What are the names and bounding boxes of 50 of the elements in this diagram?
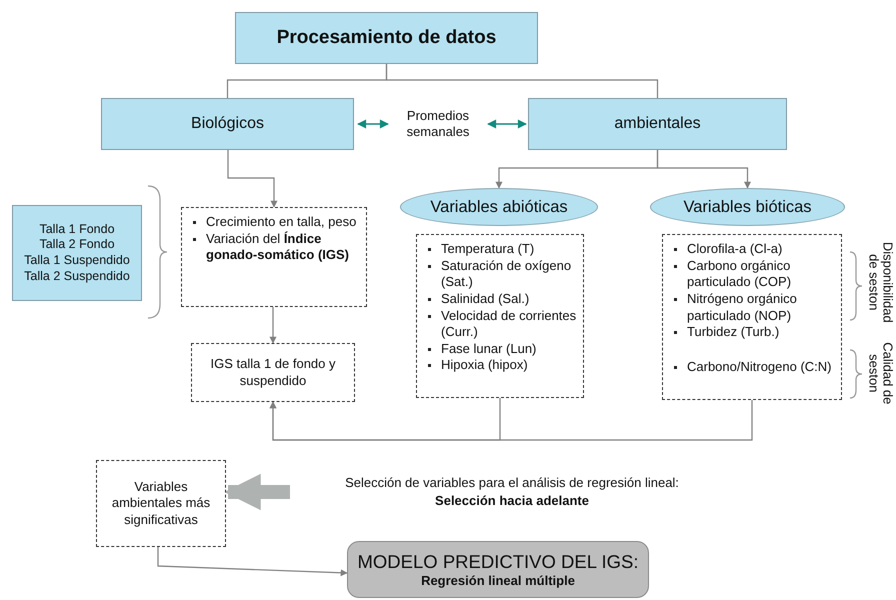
arrow	[487, 120, 527, 128]
list-item: Salinidad (Sal.)	[425, 290, 577, 308]
arrow	[270, 307, 276, 344]
node-text: Talla 2 Suspendido	[24, 268, 130, 284]
side-label: Disponibilidad de seston	[866, 240, 894, 325]
list-box	[181, 207, 367, 307]
result-box	[96, 460, 226, 547]
node-text: Regresión lineal múltiple	[421, 573, 575, 588]
node-text: Biológicos	[191, 115, 264, 133]
text-label: Promedios semanales	[390, 104, 486, 144]
title-box	[235, 12, 538, 64]
node-text: Selección hacia adelante	[435, 492, 589, 510]
node-text: Talla 1 Fondo	[39, 222, 115, 238]
list-item: Carbono orgánico particulado (COP)	[671, 258, 835, 291]
list-item: Crecimiento en talla, peso	[190, 214, 360, 231]
node-text: Talla 2 Fondo	[39, 237, 115, 253]
node-text: ambientales	[614, 115, 701, 133]
node-text: MODELO PREDICTIVO DEL IGS:	[358, 551, 638, 573]
list-item: Clorofila-a (Cl-a)	[671, 241, 835, 258]
list-item: Carbono/Nitrogeno (C:N)	[671, 358, 835, 376]
node-text: Procesamiento de datos	[276, 27, 496, 49]
node-text: IGS talla 1 de fondo y suspendido	[209, 356, 337, 389]
model-box	[347, 541, 649, 598]
list-item: Saturación de oxígeno (Sat.)	[425, 258, 577, 291]
list-box	[416, 234, 584, 398]
list-item: Nitrógeno orgánico particulado (NOP)	[671, 290, 835, 324]
list-item: Velocidad de corrientes (Curr.)	[425, 308, 577, 341]
list-item: Fase lunar (Lun)	[425, 340, 577, 358]
result-box	[191, 343, 355, 402]
list-item: Variación del Índice gonado-somático (IGS)	[190, 230, 360, 264]
block-arrow	[224, 474, 290, 510]
category-box	[101, 98, 354, 150]
node-text: Talla 1 Suspendido	[24, 253, 130, 269]
arrow	[270, 400, 753, 441]
info-box	[12, 205, 142, 301]
arrow	[656, 150, 751, 189]
list-box	[662, 234, 842, 400]
list-item: Turbidez (Turb.)	[671, 324, 835, 341]
category-box	[528, 98, 787, 150]
connector-line	[386, 64, 658, 98]
node-text: Variables bióticas	[683, 198, 812, 216]
list-item: Temperatura (T)	[425, 241, 577, 258]
node-text: Selección de variables para el análisis de regresión lineal:	[345, 474, 679, 492]
arrow	[157, 547, 348, 576]
node-text: Variables abióticas	[430, 198, 568, 216]
arrow	[357, 120, 389, 128]
node-text: Variables ambientales más significativas	[110, 479, 212, 528]
arrow	[227, 150, 278, 208]
side-label: Calidad de seston	[866, 341, 894, 406]
list-item: Hipoxia (hipox)	[425, 357, 577, 374]
